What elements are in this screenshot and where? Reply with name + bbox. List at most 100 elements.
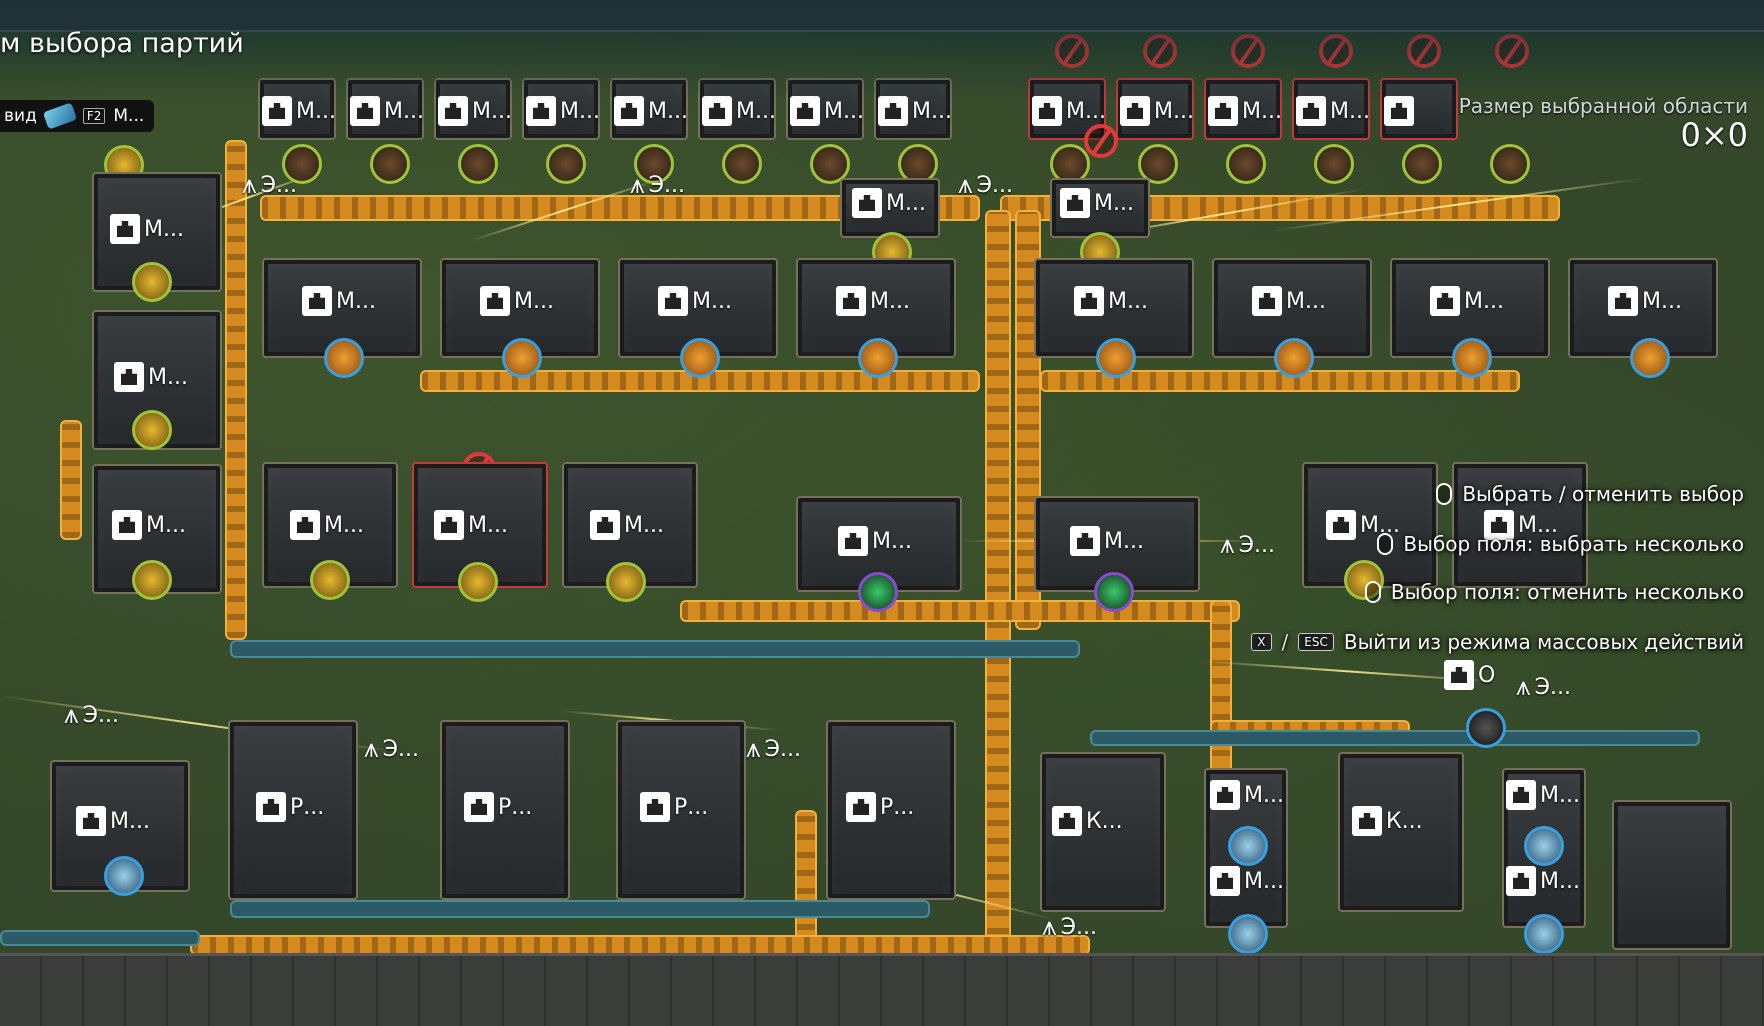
ore-resource-icon [458, 144, 498, 184]
machine-label: Р... [640, 792, 708, 822]
refinery-machine[interactable] [228, 720, 358, 900]
planter-icon [590, 510, 620, 540]
machine-label: М... [1120, 96, 1194, 126]
power-pole[interactable]: ⩚Э... [958, 170, 1014, 200]
hint-text: Выбрать / отменить выбор [1462, 482, 1744, 506]
machine-label: М... [1484, 510, 1558, 540]
smelter-icon [1608, 286, 1638, 316]
fan-icon [640, 792, 670, 822]
fan-icon [846, 792, 876, 822]
assembler-icon [1070, 526, 1100, 556]
plant-icon [132, 410, 172, 450]
drill-icon [1208, 96, 1238, 126]
plant-icon [132, 560, 172, 600]
conveyor-belt[interactable] [680, 600, 1240, 622]
crystal-icon [1228, 914, 1268, 954]
ore-resource-icon [282, 144, 322, 184]
drill-icon [852, 188, 882, 218]
view-machine-label: М... [113, 106, 145, 126]
ingot-icon [502, 338, 542, 378]
machine-label: М... [1430, 286, 1504, 316]
blueprint-icon [42, 102, 78, 130]
planter-icon [434, 510, 464, 540]
smelter-icon [1430, 286, 1460, 316]
machine-label: М... [1210, 780, 1284, 810]
ingot-icon [1274, 338, 1314, 378]
fluid-pipe[interactable] [0, 930, 200, 946]
ore-resource-icon [810, 144, 850, 184]
plant-icon [606, 562, 646, 602]
view-hotkey: F2 [82, 108, 106, 124]
smelter-icon [1252, 286, 1282, 316]
machine-label: М... [1208, 96, 1282, 126]
conveyor-belt[interactable] [190, 935, 1090, 955]
smelter-icon [302, 286, 332, 316]
fluid-pipe[interactable] [230, 640, 1080, 658]
crystal-icon [1524, 914, 1564, 954]
smelter-icon [658, 286, 688, 316]
assembler-icon [838, 526, 868, 556]
power-pole[interactable]: ⩚Э... [746, 734, 802, 764]
view-toggle[interactable]: вид F2 М... [0, 100, 155, 132]
ingot-icon [1452, 338, 1492, 378]
power-pole[interactable]: ⩚Э... [1220, 530, 1276, 560]
power-pole[interactable]: ⩚Э... [64, 700, 120, 730]
hint-text: Выйти из режима массовых действий [1343, 630, 1744, 654]
machine-label: М... [76, 806, 150, 836]
machine-label: М... [852, 188, 926, 218]
machine-label: М... [836, 286, 910, 316]
refinery-machine[interactable] [616, 720, 746, 900]
machine-label: М... [480, 286, 554, 316]
machine-label: М... [590, 510, 664, 540]
power-pole[interactable]: ⩚Э... [1042, 912, 1098, 942]
hint-box-deselect: Выбор поля: отменить несколько [1364, 580, 1744, 604]
machine-label: М... [526, 96, 600, 126]
ore-resource-icon [546, 144, 586, 184]
planter-icon [110, 214, 140, 244]
power-pole[interactable]: ⩚Э... [630, 170, 686, 200]
machine-label: М... [302, 286, 376, 316]
conveyor-belt[interactable] [795, 810, 817, 950]
antenna-icon: ⩚ [242, 170, 257, 200]
drill-icon [1296, 96, 1326, 126]
power-pole[interactable]: ⩚Э... [364, 734, 420, 764]
antenna-icon: ⩚ [1042, 912, 1057, 942]
selection-area-label: Размер выбранной области [1458, 94, 1748, 118]
planter-machine[interactable] [1452, 462, 1588, 588]
hint-text: Выбор поля: выбрать несколько [1403, 532, 1744, 556]
machine-label: М... [1074, 286, 1148, 316]
conveyor-belt[interactable] [225, 140, 247, 640]
floor-wall [0, 953, 1764, 1026]
planter-icon [112, 510, 142, 540]
machine-label: М... [290, 510, 364, 540]
ingot-icon [1096, 338, 1136, 378]
machine-label: М... [1070, 526, 1144, 556]
stone-icon [1228, 826, 1268, 866]
machine-label: М... [838, 526, 912, 556]
conveyor-belt[interactable] [420, 370, 980, 392]
machine-label: О [1444, 660, 1495, 690]
antenna-icon: ⩚ [958, 170, 973, 200]
drill-icon [262, 96, 292, 126]
fluid-pipe[interactable] [1090, 730, 1700, 746]
component-icon [1094, 572, 1134, 612]
drill-icon [350, 96, 380, 126]
machine-label: Р... [464, 792, 532, 822]
mouse-right-icon [1364, 581, 1381, 603]
smelter-icon [480, 286, 510, 316]
conveyor-belt[interactable] [60, 420, 82, 540]
power-pole[interactable]: ⩚Э... [1516, 672, 1572, 702]
planter-icon [1326, 510, 1356, 540]
ore-resource-icon [370, 144, 410, 184]
power-pole[interactable]: ⩚Э... [242, 170, 298, 200]
storage-machine[interactable] [1612, 800, 1732, 950]
machine-label: М... [1296, 96, 1370, 126]
fluid-pipe[interactable] [230, 900, 930, 918]
drill-icon [1210, 866, 1240, 896]
drill-icon [702, 96, 732, 126]
refinery-machine[interactable] [440, 720, 570, 900]
machine-label: М... [262, 96, 336, 126]
ingot-icon [1630, 338, 1670, 378]
water-icon [104, 856, 144, 896]
